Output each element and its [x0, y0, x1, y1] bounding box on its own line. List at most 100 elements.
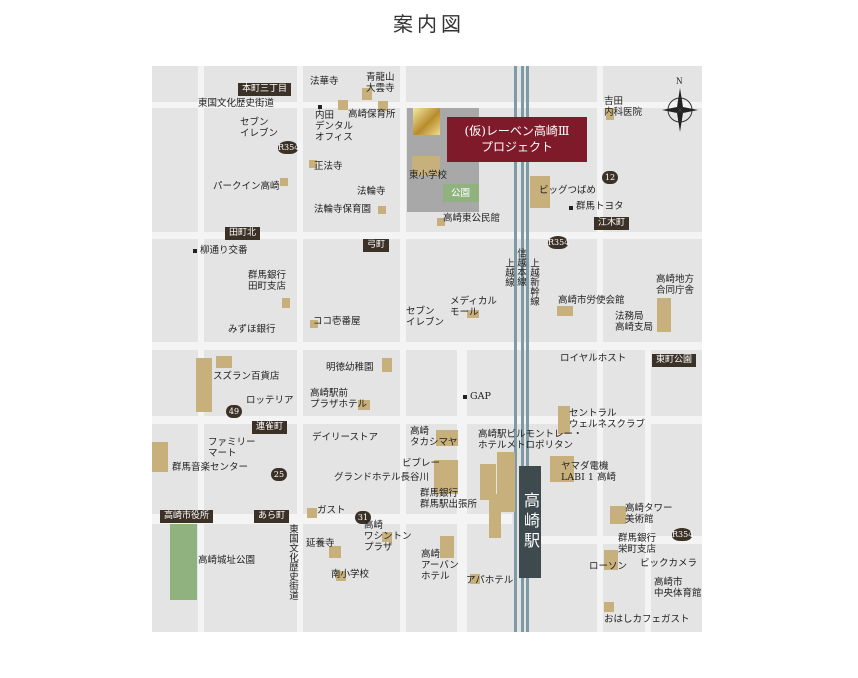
- building: [480, 464, 496, 500]
- project-label: (仮)レーベン高崎Ⅲ プロジェクト: [447, 117, 587, 162]
- tag-ekimachi: 江木町: [594, 217, 630, 230]
- takasaki-station: 高崎駅: [519, 466, 541, 578]
- road: [522, 536, 702, 544]
- place-shoren: 正法寺: [314, 161, 343, 172]
- shinetsu-line-label: 信越本線: [515, 248, 526, 286]
- building: [530, 176, 550, 208]
- castle-park: [170, 524, 197, 600]
- building: [440, 536, 454, 558]
- place-mizuho: みずほ銀行: [228, 324, 276, 335]
- place-gunma-bank-tamachi: 群馬銀行 田町支店: [248, 270, 287, 292]
- building: [152, 442, 168, 472]
- place-takasaki-hoikusho: 高崎保育所: [348, 109, 396, 120]
- place-seven-2: セブン イレブン: [406, 306, 445, 328]
- building: [329, 546, 341, 558]
- building: [338, 100, 348, 110]
- building: [307, 508, 317, 518]
- building: [378, 206, 386, 214]
- place-takashimaya: 高崎 タカシマヤ: [410, 426, 458, 448]
- place-homukyoku: 法務局 高崎支局: [615, 311, 654, 333]
- park: [443, 184, 479, 202]
- place-seven-1: セブン イレブン: [240, 117, 279, 139]
- building: [550, 456, 574, 482]
- building: [310, 320, 318, 328]
- building: [336, 571, 346, 581]
- building: [489, 494, 501, 538]
- place-minami-shogakko: 南小学校: [331, 569, 370, 580]
- building: [434, 460, 458, 494]
- joetsu-line-label: 上越線: [503, 258, 514, 287]
- place-dot: [463, 395, 467, 399]
- tag-higashimachi: 東町公園: [652, 354, 697, 367]
- building: [657, 298, 671, 332]
- building: [437, 218, 445, 226]
- place-yamada: ヤマダ電機 LABI 1 高崎: [561, 461, 616, 483]
- road: [152, 342, 702, 350]
- route-31: 31: [355, 511, 371, 524]
- building: [358, 400, 370, 410]
- place-uchida: 内田 デンタル オフィス: [315, 110, 354, 143]
- place-koen: 公園: [451, 188, 471, 199]
- place-gunma-ongaku: 群馬音楽センター: [172, 462, 249, 473]
- street-rekishi-left: 東国文化歴史街道: [287, 524, 298, 600]
- place-castle-park: 高崎城址公園: [198, 555, 256, 566]
- place-seiryuzan: 青龍山 大雲寺: [366, 72, 395, 94]
- building: [497, 452, 515, 512]
- tag-aramachi: あら町: [254, 510, 290, 523]
- place-rodoshikaikan: 高崎市労使会館: [558, 295, 625, 306]
- page-title: 案内図: [393, 12, 465, 36]
- tag-shiyakusho: 高崎市役所: [160, 510, 214, 523]
- rail-line: [514, 66, 517, 632]
- route-shield-r354: R354: [672, 528, 694, 541]
- road: [400, 66, 406, 632]
- building: [216, 356, 232, 368]
- project-name: (仮)レーベン高崎Ⅲ: [464, 124, 570, 138]
- road: [645, 346, 651, 632]
- place-suzuran: スズラン百貨店: [213, 371, 280, 382]
- place-urban-hotel: 高崎 アーバン ホテル: [421, 549, 459, 582]
- building: [470, 574, 480, 584]
- place-medical-mall: メディカル モール: [450, 296, 497, 318]
- building: [382, 358, 392, 372]
- place-dailystore: デイリーストア: [312, 432, 379, 443]
- place-parkin: パークイン高崎: [213, 181, 280, 192]
- street-rekishi-top: 東国文化歴史街道: [198, 98, 275, 109]
- building: [362, 88, 372, 100]
- place-grand-hotel: グランドホテル長谷川: [334, 472, 430, 483]
- place-building-hotel: 高崎駅ビルモントレー・ ホテルメトロポリタン: [478, 429, 583, 451]
- tag-honmachi: 本町三丁目: [238, 83, 292, 96]
- compass-north: N: [676, 76, 683, 86]
- place-horinji-hoiku: 法輪寺保育園: [314, 204, 372, 215]
- place-gunma-toyota: 群馬トヨタ: [576, 201, 624, 212]
- tag-renjakucho: 連雀町: [252, 421, 288, 434]
- rail-line: [526, 66, 529, 632]
- building: [558, 406, 570, 434]
- place-dot: [318, 105, 322, 109]
- place-gunma-bank-ekimae: 群馬銀行 群馬駅出張所: [420, 488, 478, 510]
- place-higashi-shogakko: 東小学校: [409, 170, 448, 181]
- place-viblay: ビブレー: [402, 458, 441, 469]
- place-gap: GAP: [470, 391, 491, 402]
- route-12: 12: [602, 171, 618, 184]
- place-lawson: ローソン: [589, 561, 628, 572]
- place-bic-camera: ビックカメラ: [640, 558, 698, 569]
- building: [610, 506, 626, 524]
- place-cocoichi: ココ壱番屋: [313, 316, 361, 327]
- rail-line: [521, 66, 524, 632]
- road: [297, 66, 303, 632]
- road: [152, 514, 512, 524]
- place-enyoji: 延養寺: [306, 538, 335, 549]
- place-meitoku: 明徳幼稚園: [326, 362, 374, 373]
- place-gusto: ガスト: [317, 505, 346, 516]
- place-dot: [193, 249, 197, 253]
- place-horinji: 法輪寺: [357, 186, 386, 197]
- place-yanagidori: 柳通り交番: [200, 245, 248, 256]
- building: [557, 306, 573, 316]
- building: [280, 178, 288, 186]
- road: [457, 346, 467, 632]
- place-bigtsubame: ビッグつばめ: [539, 185, 597, 196]
- tag-tamachi-kita: 田町北: [225, 227, 261, 240]
- project-site-marker: [413, 108, 440, 135]
- place-washington: 高崎 ワシントン プラザ: [364, 520, 412, 553]
- place-central-wellness: セントラル ウェルネスクラブ: [569, 408, 646, 430]
